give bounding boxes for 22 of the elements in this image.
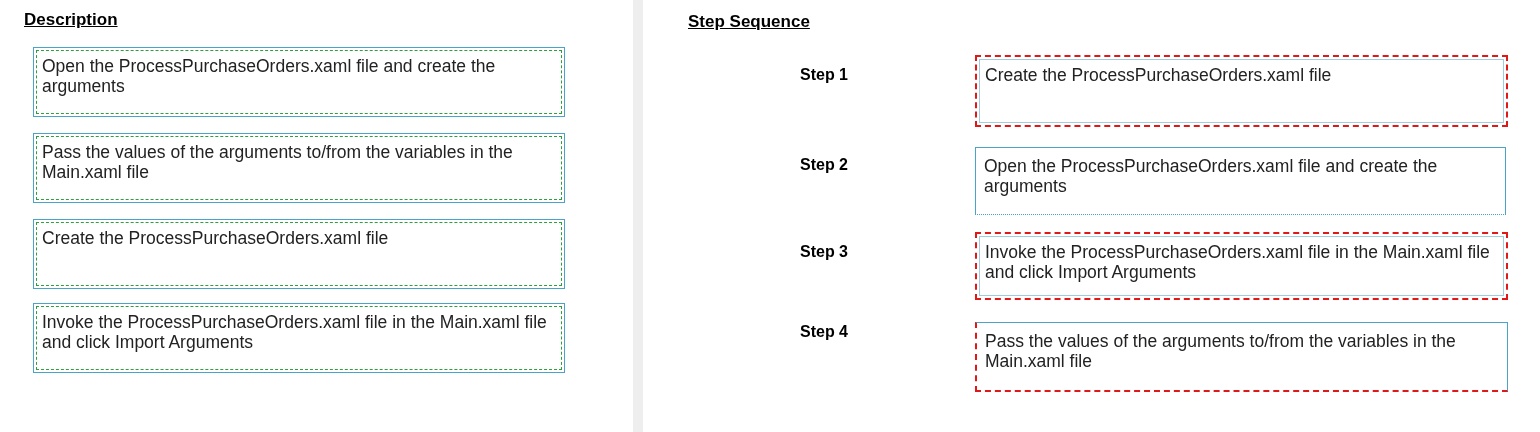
answer-text: Pass the values of the arguments to/from the variables in the Main.xaml file (42, 142, 514, 182)
answer-text: Open the ProcessPurchaseOrders.xaml file and create the arguments (42, 56, 497, 96)
answer-box (975, 322, 1508, 392)
answer-box (33, 133, 565, 203)
step-label: Step 2 (800, 156, 848, 174)
answer-box (33, 219, 565, 289)
step-label: Step 1 (800, 66, 848, 84)
section-heading: Step Sequence (688, 12, 810, 32)
answer-box (975, 147, 1506, 215)
answer-text: Create the ProcessPurchaseOrders.xaml file (42, 228, 390, 248)
step-label: Step 4 (800, 323, 848, 341)
answer-text: Create the ProcessPurchaseOrders.xaml file (985, 65, 1333, 85)
answer-text: Open the ProcessPurchaseOrders.xaml file and create the arguments (984, 156, 1439, 196)
section-heading: Description (24, 10, 118, 30)
answer-box (33, 47, 565, 117)
answer-text: Invoke the ProcessPurchaseOrders.xaml file in the Main.xaml file and click Import Arguments (985, 242, 1491, 282)
answer-text: Pass the values of the arguments to/from the variables in the Main.xaml file (985, 331, 1457, 371)
step-label: Step 3 (800, 243, 848, 261)
answer-box (33, 303, 565, 373)
answer-box (975, 55, 1508, 127)
answer-box (975, 232, 1508, 300)
answer-text: Invoke the ProcessPurchaseOrders.xaml file in the Main.xaml file and click Import Arguments (42, 312, 548, 352)
